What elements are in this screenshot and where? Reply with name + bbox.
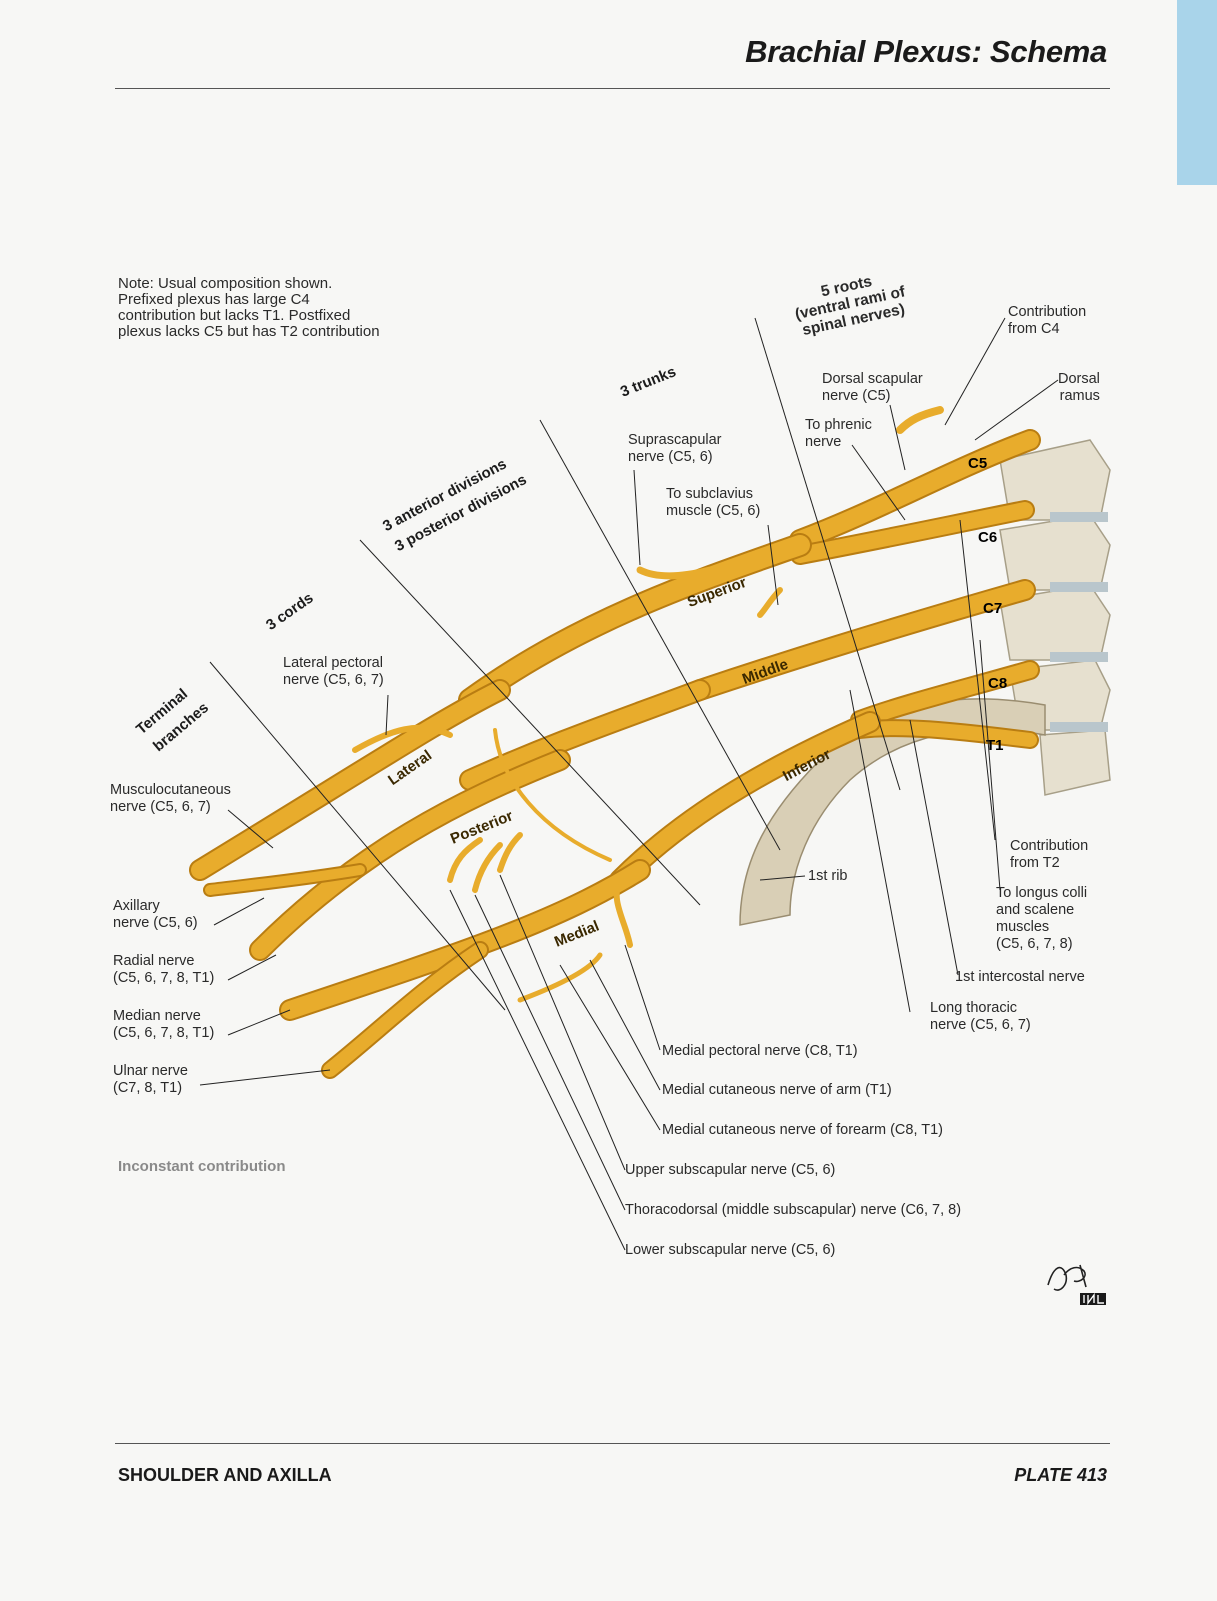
root-label-t1: T1: [986, 737, 1004, 754]
header-rule: [115, 88, 1110, 89]
root-label-c5: C5: [968, 455, 987, 472]
label-thoracodorsal: Thoracodorsal (middle subscapular) nerve…: [625, 1202, 962, 1218]
root-label-c7: C7: [983, 600, 1002, 617]
label-medial-pectoral: Medial pectoral nerve (C8, T1): [662, 1043, 858, 1059]
label-lower-subscapular: Lower subscapular nerve (C5, 6): [625, 1242, 836, 1258]
leader-lines: [199, 317, 1059, 1251]
footer-rule: [115, 1443, 1110, 1444]
label-ulnar: Ulnar nerve(C7, 8, T1): [113, 1063, 188, 1096]
footer-section: SHOULDER AND AXILLA: [118, 1465, 332, 1485]
root-label-c8: C8: [988, 675, 1007, 692]
composition-note: Note: Usual composition shown. Prefixed …: [118, 275, 380, 340]
page-title: Brachial Plexus: Schema: [745, 34, 1107, 69]
label-first-rib: 1st rib: [808, 868, 848, 884]
label-medial-cutaneous-arm: Medial cutaneous nerve of arm (T1): [662, 1082, 892, 1098]
inconstant-contribution-key: Inconstant contribution: [118, 1158, 286, 1175]
label-radial: Radial nerve(C5, 6, 7, 8, T1): [113, 953, 215, 986]
label-median: Median nerve(C5, 6, 7, 8, T1): [113, 1008, 215, 1041]
artist-signature: [1047, 1264, 1106, 1306]
section-tab: [1177, 0, 1217, 185]
label-upper-subscapular: Upper subscapular nerve (C5, 6): [625, 1162, 836, 1178]
label-first-intercostal: 1st intercostal nerve: [955, 969, 1085, 985]
root-label-c6: C6: [978, 529, 997, 546]
label-medial-cutaneous-forearm: Medial cutaneous nerve of forearm (C8, T…: [662, 1122, 944, 1138]
nerve-tracts: [189, 406, 1041, 1079]
footer-plate: PLATE 413: [1014, 1465, 1107, 1485]
